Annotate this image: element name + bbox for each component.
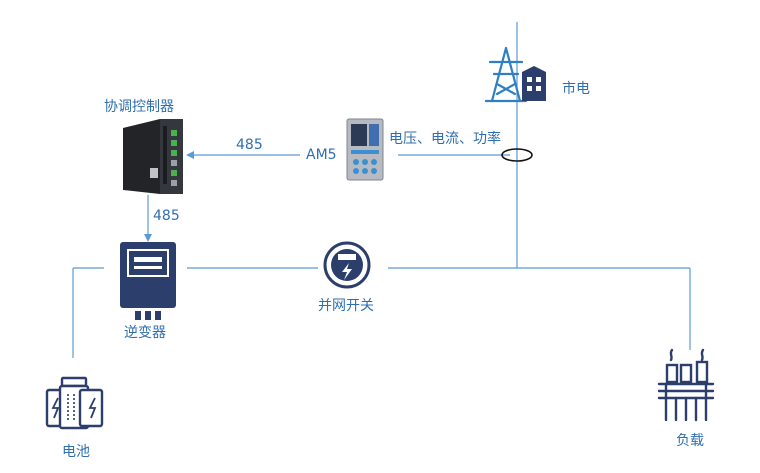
switch-label: 并网开关 (318, 298, 374, 314)
controller-label: 协调控制器 (104, 99, 174, 115)
meter-label: AM5 (306, 147, 337, 163)
inverter-label: 逆变器 (124, 325, 166, 341)
connection-lines (72, 22, 691, 358)
controller-device-icon (123, 119, 183, 194)
load-label: 负载 (676, 433, 704, 449)
rs485-label-side: 485 (153, 208, 180, 224)
inverter-icon (120, 242, 176, 320)
grid-label: 市电 (562, 81, 590, 97)
utility-grid-icon (484, 46, 546, 103)
load-icon (657, 348, 715, 422)
measurement-label: 电压、电流、功率 (389, 131, 501, 147)
grid-switch-icon (323, 241, 371, 289)
current-transformer-icon (501, 148, 533, 162)
battery-label: 电池 (62, 444, 90, 460)
am5-meter-icon (346, 118, 384, 181)
rs485-label-top: 485 (236, 137, 263, 153)
battery-icon (45, 376, 104, 430)
